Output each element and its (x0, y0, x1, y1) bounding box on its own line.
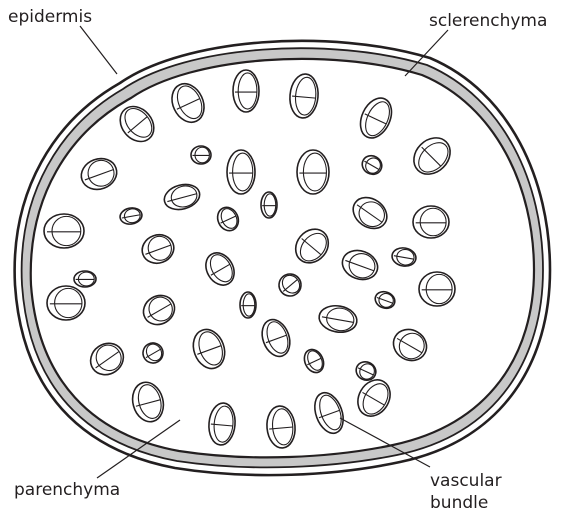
vascular-bundle (227, 150, 255, 194)
vascular-bundle (413, 206, 449, 238)
vascular-bundle (74, 271, 96, 287)
parenchyma-region (31, 59, 534, 457)
vascular-bundle (47, 286, 85, 320)
vascular-bundle-label-line1: vascular (430, 471, 502, 491)
vascular-bundle-label-line2: bundle (430, 493, 488, 513)
epidermis-leader (80, 26, 117, 74)
epidermis-label: epidermis (8, 7, 92, 27)
sclerenchyma-label: sclerenchyma (429, 11, 547, 31)
vascular-bundle (240, 292, 256, 318)
vascular-bundle (233, 70, 259, 112)
vascular-bundle (261, 192, 277, 218)
vascular-bundle (191, 146, 211, 164)
vascular-bundle (297, 150, 329, 194)
vascular-bundle (419, 272, 455, 306)
vascular-bundle (44, 214, 84, 248)
parenchyma-label: parenchyma (14, 480, 120, 500)
